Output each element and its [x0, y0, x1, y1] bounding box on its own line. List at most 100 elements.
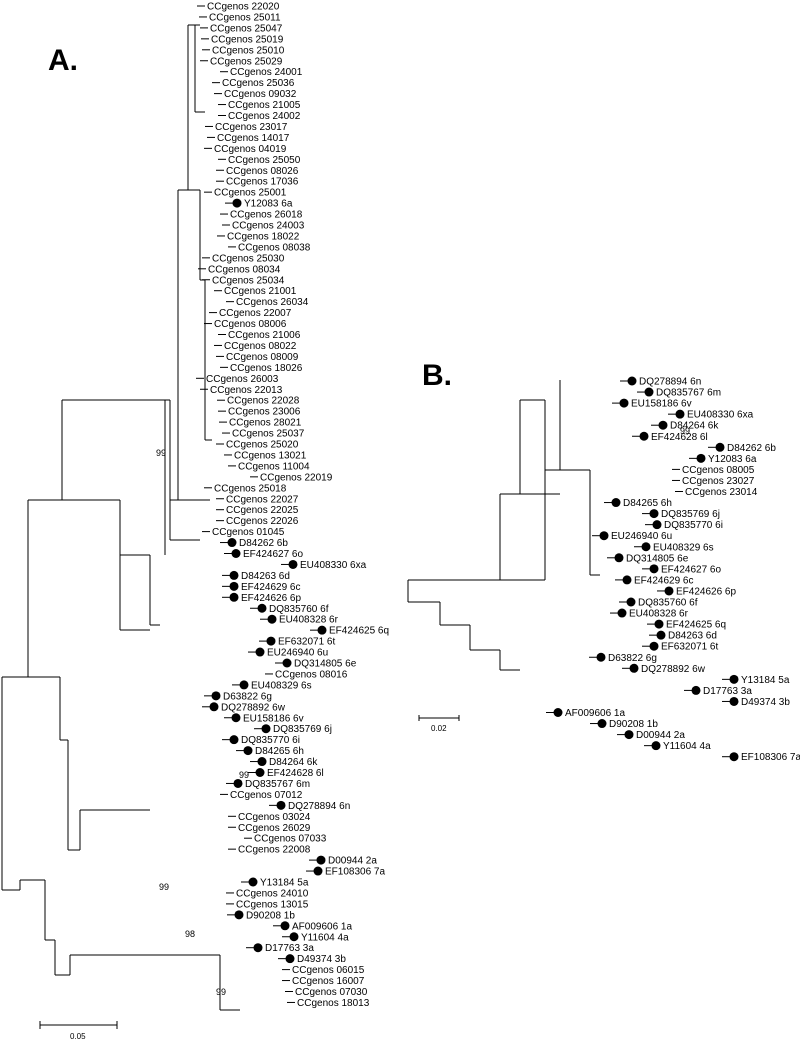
- panel-a-leaf: DQ835770 6i: [222, 735, 300, 746]
- panel-b-reference-dot: [624, 730, 634, 740]
- panel-b-reference-dot: [639, 431, 649, 441]
- panel-b-leaf: D00944 2a: [617, 730, 685, 741]
- panel-b-leaf-label: EF424626 6p: [676, 586, 736, 597]
- panel-a-leaf: CCgenos 22026: [216, 516, 299, 527]
- panel-a-leaf-label: CCgenos 26034: [236, 297, 309, 308]
- panel-a-leaf-label: CCgenos 25019: [211, 34, 284, 45]
- panel-b-leaf-label: D84263 6d: [668, 631, 717, 642]
- panel-a-leaf-label: CCgenos 22013: [210, 385, 283, 396]
- panel-a-leaf-label: CCgenos 22026: [226, 516, 299, 527]
- panel-a-leaf: D90208 1b: [227, 910, 295, 921]
- panel-a-leaf: CCgenos 25019: [201, 34, 284, 45]
- panel-b-leaf: D84262 6b: [708, 442, 776, 454]
- panel-a-leaf-label: CCgenos 21001: [224, 286, 297, 297]
- panel-a-leaf: CCgenos 25047: [200, 23, 283, 34]
- panel-b-reference-dot: [619, 398, 629, 408]
- panel-b-leaf-label: EF632071 6t: [661, 642, 718, 653]
- panel-a-leaf-label: CCgenos 07033: [254, 834, 327, 845]
- panel-a-reference-dot: [229, 570, 239, 580]
- panel-a-reference-dot: [239, 680, 249, 690]
- panel-b-reference-dot: [629, 663, 639, 673]
- panel-a-leaf-label: CCgenos 08038: [238, 242, 311, 253]
- panel-b-reference-dot: [614, 553, 624, 563]
- panel-a-leaf: EF424627 6o: [224, 549, 303, 560]
- panel-a-leaf: CCgenos 25020: [216, 440, 299, 451]
- panel-a-leaf-label: CCgenos 04019: [214, 144, 287, 155]
- panel-a-leaf-label: EF424629 6c: [241, 582, 301, 593]
- panel-a-leaf: CCgenos 25010: [202, 45, 285, 56]
- panel-a-leaf: EU408330 6xa: [281, 559, 367, 571]
- panel-a-leaf: CCgenos 22020: [197, 2, 280, 13]
- panel-a-leaf-label: CCgenos 26003: [206, 374, 279, 385]
- panel-a-reference-dot: [231, 713, 241, 723]
- panel-a-leaf: D84263 6d: [222, 570, 290, 582]
- panel-a-leaf-label: D90208 1b: [246, 910, 295, 921]
- panel-a-leaf-label: CCgenos 23006: [228, 407, 301, 418]
- panel-a-leaf-label: EF424625 6q: [329, 626, 389, 637]
- panel-a-leaf: Y11604 4a: [282, 932, 349, 943]
- panel-a-leaf-label: CCgenos 08026: [226, 166, 299, 177]
- panel-a-reference-dot: [243, 746, 253, 756]
- panel-a-leaf-label: CCgenos 08006: [214, 319, 287, 330]
- panel-b-leaf: CCgenos 23014: [675, 487, 758, 498]
- panel-a-leaf: CCgenos 18013: [287, 998, 370, 1009]
- panel-b-reference-dot: [729, 674, 739, 684]
- panel-a-leaf-label: CCgenos 13021: [234, 450, 307, 461]
- panel-a-leaf-label: CCgenos 06015: [292, 965, 365, 976]
- panel-b-reference-dot: [664, 586, 674, 596]
- panel-a-leaf: CCgenos 22008: [228, 845, 311, 856]
- panel-b-reference-dot: [626, 597, 636, 607]
- panel-a-leaf: CCgenos 09032: [214, 89, 297, 100]
- panel-a-leaf: CCgenos 26018: [220, 210, 303, 221]
- panel-b-leaf: DQ835767 6m: [637, 387, 721, 399]
- panel-a-leaf-label: CCgenos 24002: [228, 111, 301, 122]
- panel-a-leaf: AF009606 1a: [273, 921, 352, 932]
- panel-a-leaf-label: CCgenos 11004: [238, 461, 310, 472]
- panel-a-leaf: EF424625 6q: [310, 625, 389, 637]
- panel-a-leaf-label: CCgenos 16007: [292, 976, 365, 987]
- panel-a-leaf: DQ835760 6f: [250, 603, 329, 615]
- panel-a-reference-dot: [229, 735, 239, 745]
- panel-a-leaf-label: EF632071 6t: [278, 637, 335, 648]
- panel-a-bootstrap-4: 98: [185, 929, 195, 939]
- panel-a-leaf-label: CCgenos 21005: [228, 100, 301, 111]
- panel-a-leaf: CCgenos 08016: [265, 669, 348, 680]
- panel-a-leaf: CCgenos 21001: [214, 286, 297, 297]
- panel-a-leaf-label: CCgenos 07012: [230, 790, 303, 801]
- panel-a-leaf: CCgenos 22013: [200, 385, 283, 396]
- panel-b-reference-dot: [611, 498, 621, 508]
- panel-a-leaf-label: CCgenos 22028: [227, 396, 300, 407]
- panel-a-leaf-label: CCgenos 08016: [275, 669, 348, 680]
- panel-a-leaf-label: CCgenos 21006: [228, 330, 301, 341]
- panel-a-leaf: CCgenos 18022: [217, 231, 300, 242]
- panel-a-leaf: CCgenos 07012: [220, 790, 303, 801]
- panel-a-leaf-label: CCgenos 22007: [219, 308, 292, 319]
- panel-b-leaf-label: D63822 6g: [608, 653, 657, 664]
- panel-a-leaf: CCgenos 24001: [220, 67, 303, 78]
- panel-b-reference-dot: [696, 453, 706, 463]
- panel-a-leaf: CCgenos 06015: [282, 965, 365, 976]
- panel-a-leaf: CCgenos 22028: [217, 396, 300, 407]
- panel-a-leaf-label: D84265 6h: [255, 746, 304, 757]
- panel-a-leaf: Y12083 6a: [225, 198, 293, 210]
- panel-a-leaf: CCgenos 25001: [204, 188, 287, 199]
- panel-a-leaf-label: Y12083 6a: [244, 199, 293, 210]
- panel-b-leaf: DQ278892 6w: [622, 663, 706, 675]
- panel-a-leaf: CCgenos 26029: [228, 823, 311, 834]
- panel-a-leaf: CCgenos 25034: [202, 275, 285, 286]
- panel-b-leaf: D63822 6g: [589, 652, 657, 664]
- panel-a-reference-dot: [261, 724, 271, 734]
- panel-b-reference-dot: [658, 420, 668, 430]
- panel-a-leaf-label: DQ278892 6w: [221, 702, 286, 713]
- panel-a-reference-dot: [276, 800, 286, 810]
- panel-a-bootstrap-3: 99: [159, 882, 169, 892]
- panel-a-leaf-label: CCgenos 14017: [217, 133, 290, 144]
- panel-b-scale-label: 0.02: [431, 724, 447, 733]
- panel-a-leaf-label: DQ314805 6e: [294, 659, 357, 670]
- panel-a-reference-dot: [227, 538, 237, 548]
- panel-a-leaf-label: EU158186 6v: [243, 713, 304, 724]
- panel-b-branches: [407, 380, 600, 671]
- panel-a-leaf-label: D49374 3b: [297, 954, 346, 965]
- panel-a-leaf: CCgenos 13015: [226, 899, 309, 910]
- panel-b-leaf: EF424625 6q: [647, 619, 726, 631]
